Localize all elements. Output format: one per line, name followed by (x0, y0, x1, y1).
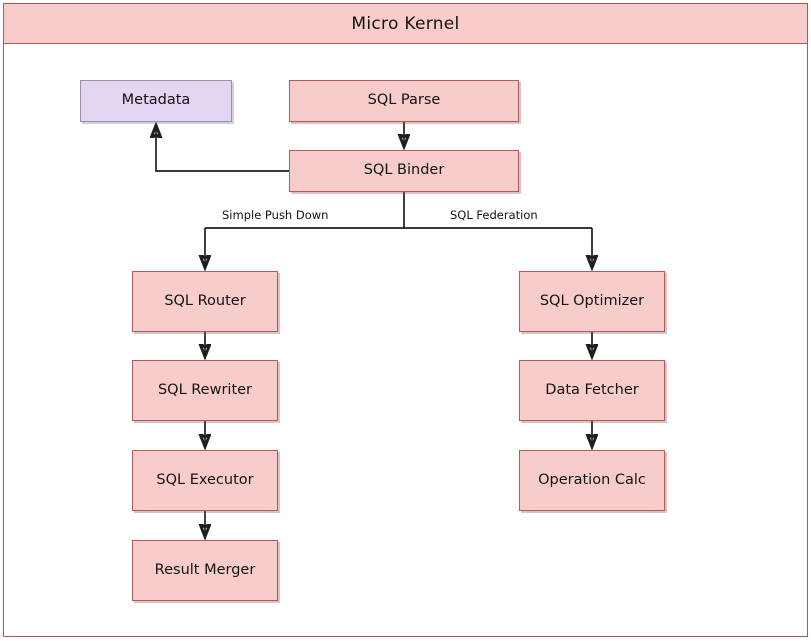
page-title: Micro Kernel (351, 13, 460, 34)
node-sql-rewriter[interactable]: SQL Rewriter (132, 360, 278, 421)
node-sql-parse[interactable]: SQL Parse (289, 80, 519, 122)
node-metadata-label: Metadata (121, 92, 191, 109)
node-sql-router-label: SQL Router (164, 292, 246, 309)
node-sql-parse-label: SQL Parse (367, 92, 441, 109)
node-sql-rewriter-label: SQL Rewriter (157, 381, 253, 398)
node-sql-executor-label: SQL Executor (156, 471, 254, 488)
node-data-fetcher[interactable]: Data Fetcher (519, 360, 665, 421)
micro-kernel-header: Micro Kernel (4, 4, 807, 44)
node-result-merger-label: Result Merger (154, 561, 256, 578)
node-sql-binder-label: SQL Binder (363, 162, 445, 179)
node-operation-calc[interactable]: Operation Calc (519, 450, 665, 511)
edge-label-sql-federation: SQL Federation (447, 208, 541, 222)
node-operation-calc-label: Operation Calc (538, 471, 646, 488)
node-data-fetcher-label: Data Fetcher (545, 381, 639, 398)
node-result-merger[interactable]: Result Merger (132, 540, 278, 601)
node-sql-optimizer[interactable]: SQL Optimizer (519, 271, 665, 332)
node-sql-binder[interactable]: SQL Binder (289, 150, 519, 192)
node-metadata[interactable]: Metadata (80, 80, 232, 122)
edge-label-simple-push-down: Simple Push Down (219, 208, 332, 222)
node-sql-router[interactable]: SQL Router (132, 271, 278, 332)
node-sql-executor[interactable]: SQL Executor (132, 450, 278, 511)
node-sql-optimizer-label: SQL Optimizer (539, 292, 645, 309)
